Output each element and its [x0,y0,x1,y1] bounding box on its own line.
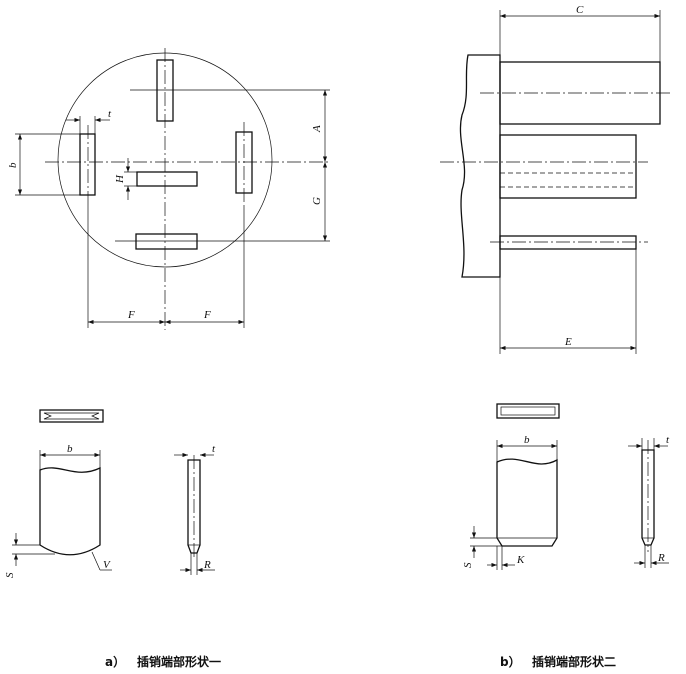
center-pin [136,171,198,187]
pin-front-1 [39,466,101,556]
plug-side-view: C E [440,4,672,354]
dim-R-tip2: R [657,552,665,564]
left-pin [79,133,96,196]
dim-E: E [564,336,572,348]
side-pin-bottom [499,235,637,250]
dim-R-tip1: R [203,559,211,571]
dim-b: b [7,162,19,168]
dim-F-left: F [127,309,135,321]
dim-t: t [108,108,112,120]
caption-b-letter: b） [500,654,521,669]
plug-body-section [459,54,501,278]
dim-K: K [516,554,525,566]
dim-G: G [311,197,323,205]
side-pin-middle [499,134,637,199]
dim-V: V [103,559,111,571]
dim-S-tip1: S [4,572,16,578]
bottom-pin [135,233,198,250]
dim-H: H [114,174,126,184]
dim-t-tip2: t [666,434,670,446]
dim-C: C [576,4,584,16]
dim-A: A [311,125,323,133]
dim-b-tip2: b [524,434,530,446]
pin-tip-shape-2: b S K t R [462,403,670,570]
pin-front-2 [496,458,558,547]
plug-face-view-a: A G b t H F F [7,48,330,330]
dim-b-tip1: b [67,443,73,455]
caption-a: 插销端部形状一 [137,654,221,669]
dim-t-tip1: t [212,443,216,455]
dim-S-tip2: S [462,562,474,568]
dim-F-right: F [203,309,211,321]
caption-b: 插销端部形状二 [532,654,616,669]
caption-a-letter: a） [105,654,125,669]
pin-tip-shape-1: b S V t R [4,409,216,578]
top-pin [156,59,174,122]
